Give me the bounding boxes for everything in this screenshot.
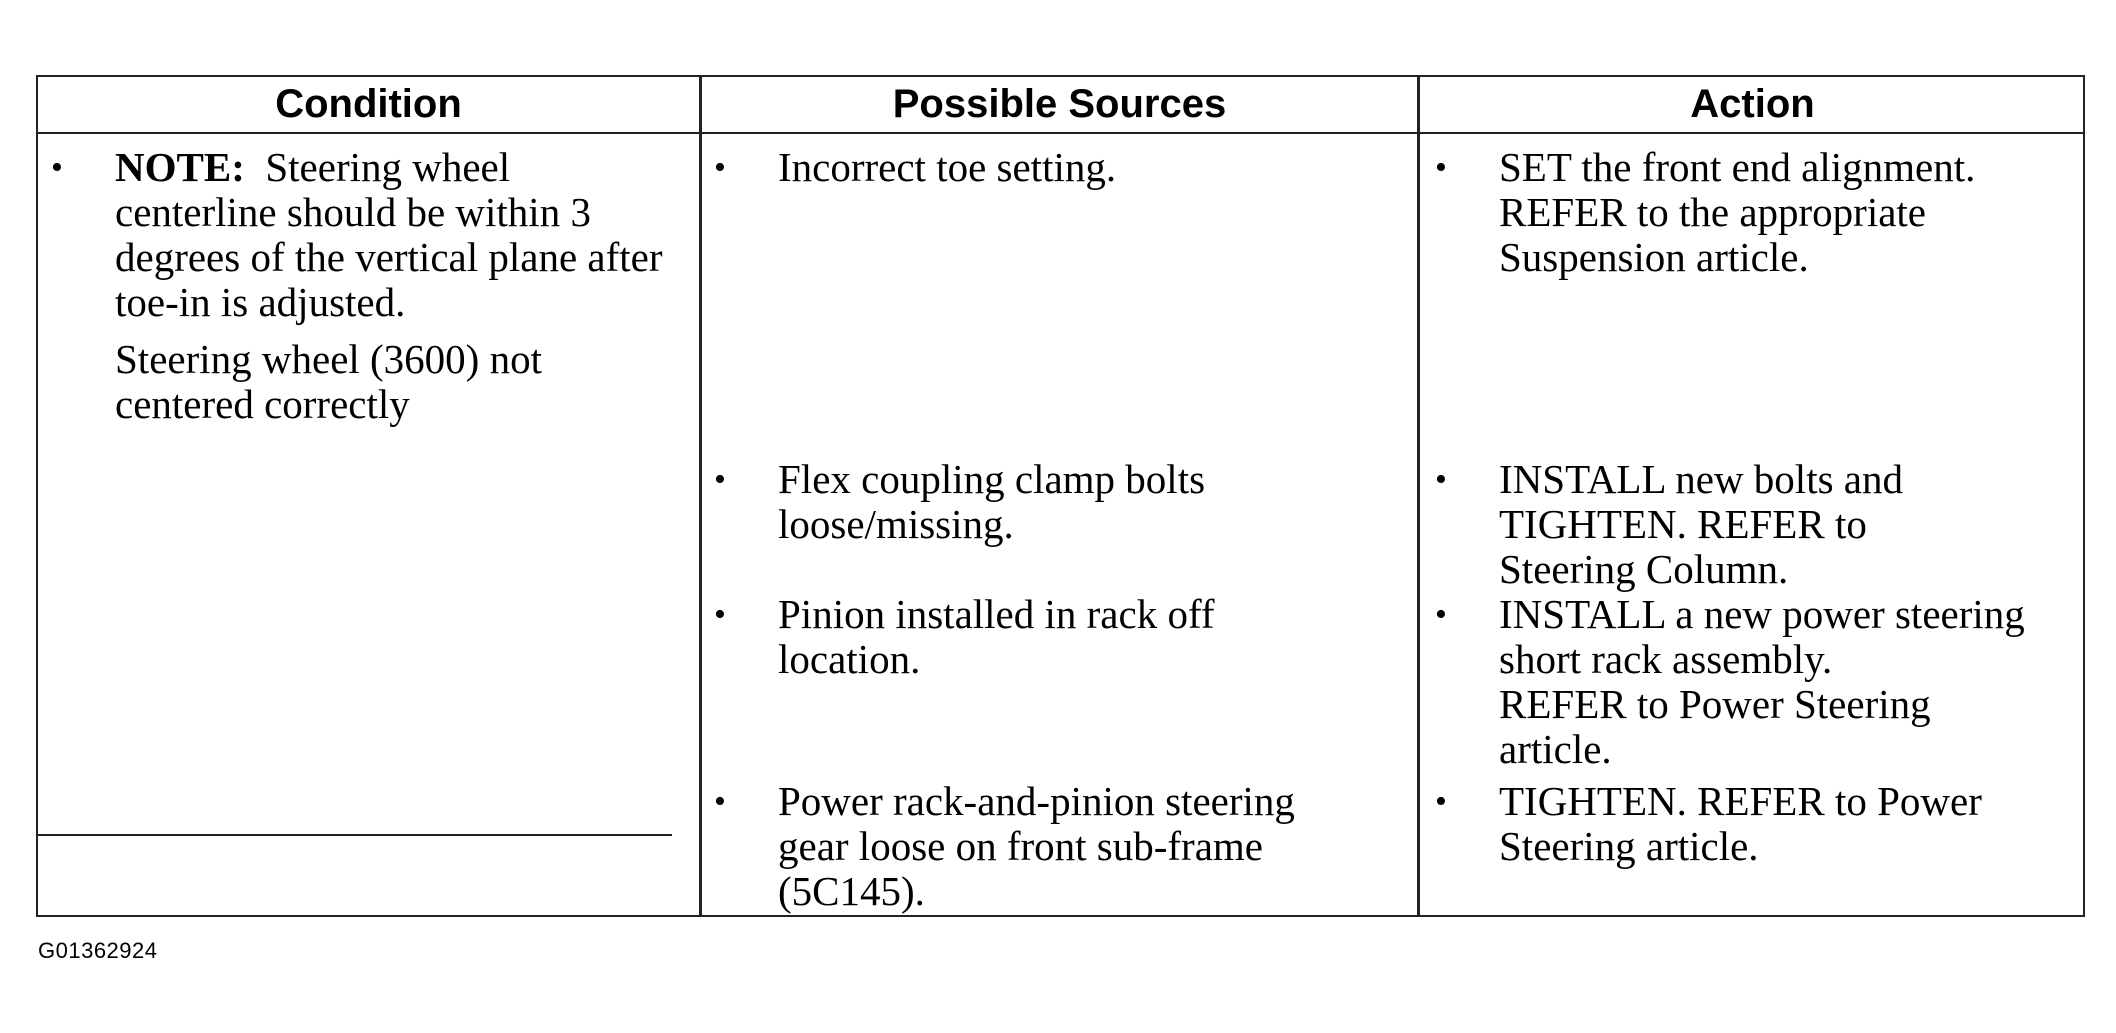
- action-text: INSTALL a new power steering short rack …: [1499, 591, 2025, 682]
- action-text: TIGHTEN. REFER to Power Steering article…: [1499, 778, 1982, 869]
- header-condition: Condition: [275, 82, 462, 126]
- bullet-icon: •: [51, 149, 63, 186]
- source-text: Power rack-and-pinion steering gear loos…: [778, 778, 1295, 914]
- header-action: Action: [1690, 82, 1815, 126]
- bullet-icon: •: [1435, 783, 1447, 820]
- bullet-icon: •: [714, 461, 726, 498]
- condition-note: • NOTE: Steering wheel centerline should…: [51, 145, 671, 335]
- note-label: NOTE:: [115, 144, 245, 190]
- column-divider-2: [1417, 77, 1420, 915]
- bullet-icon: •: [714, 149, 726, 186]
- condition-note-text: NOTE: Steering wheel centerline should b…: [115, 145, 671, 325]
- bullet-icon: •: [1435, 461, 1447, 498]
- condition-bottom-rule: [38, 834, 672, 836]
- action-extra: REFER to Power Steering article.: [1499, 681, 1931, 772]
- column-divider-1: [699, 77, 702, 915]
- note-body: Steering wheel centerline should be with…: [115, 144, 663, 325]
- header-possible-sources: Possible Sources: [892, 82, 1227, 126]
- action-extra: REFER to the appropriate Suspension arti…: [1499, 189, 1926, 280]
- bullet-icon: •: [1435, 596, 1447, 633]
- bullet-icon: •: [714, 783, 726, 820]
- source-text: Incorrect toe setting.: [778, 144, 1117, 190]
- bullet-icon: •: [714, 596, 726, 633]
- diagnosis-table: Condition Possible Sources Action • NOTE…: [36, 75, 2085, 917]
- action-text: INSTALL new bolts and TIGHTEN. REFER to …: [1499, 456, 1903, 592]
- source-text: Pinion installed in rack off location.: [778, 591, 1215, 682]
- condition-description: Steering wheel (3600) not centered corre…: [115, 336, 542, 427]
- source-text: Flex coupling clamp bolts loose/missing.: [778, 456, 1206, 547]
- action-text: SET the front end alignment.: [1499, 144, 1976, 190]
- bullet-icon: •: [1435, 149, 1447, 186]
- header-divider: [38, 132, 2083, 134]
- figure-id: G01362924: [38, 938, 158, 963]
